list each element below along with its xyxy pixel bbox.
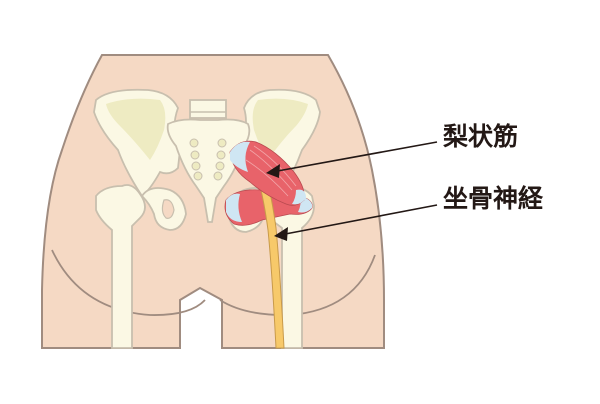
label-sciatic-nerve: 坐骨神経 [443, 184, 544, 213]
sciatic-nerve [257, 175, 285, 349]
arrow-piriformis [271, 141, 438, 173]
arrowhead-sciatic-icon [274, 227, 288, 241]
femur-left [95, 184, 146, 349]
leader-arrows [266, 141, 438, 241]
arrowhead-piriformis-icon [266, 164, 280, 178]
arrow-sciatic [279, 204, 438, 236]
label-piriformis: 梨状筋 [443, 122, 519, 151]
